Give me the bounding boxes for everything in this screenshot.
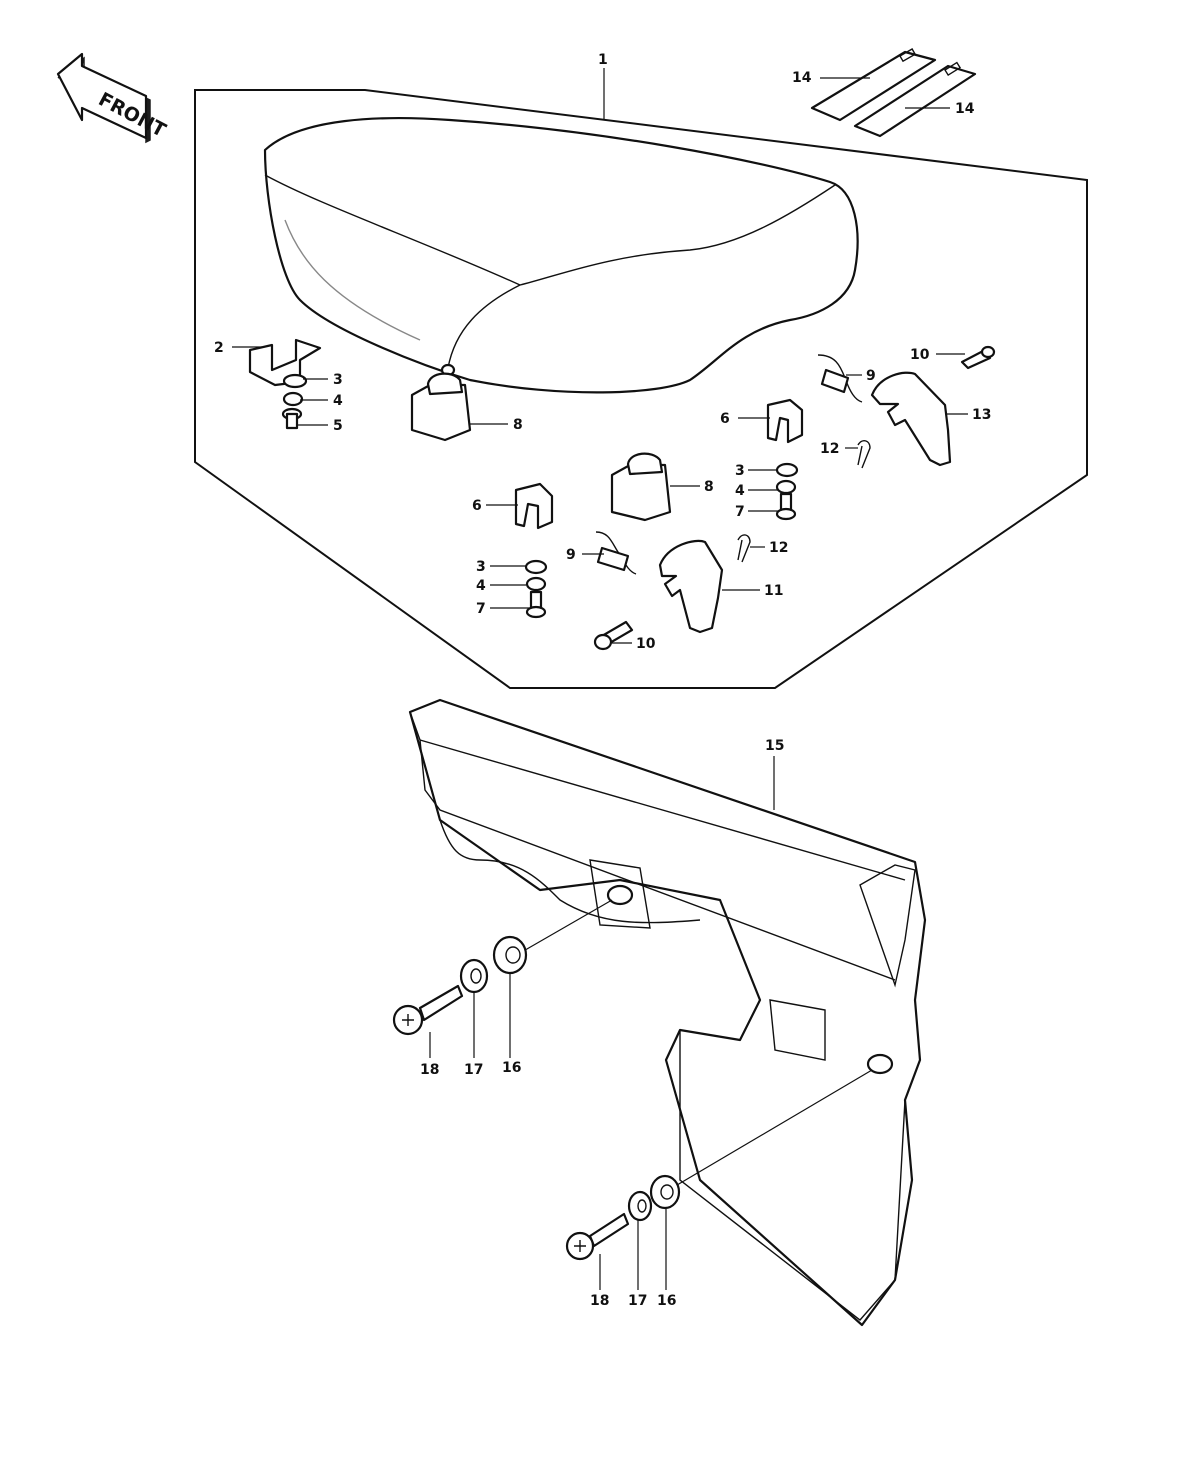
washer-part-16-lower <box>649 1174 681 1210</box>
side-cover-part-15 <box>408 698 927 1327</box>
washer-part-16-upper <box>492 935 528 975</box>
hook-plate-part-13 <box>870 371 952 467</box>
callout-3-a: 3 <box>333 372 343 388</box>
callout-9-b: 9 <box>566 547 576 563</box>
screw-part-18-lower <box>565 1212 630 1261</box>
callout-12-a: 12 <box>820 441 839 457</box>
pin-part-10-center <box>593 620 634 651</box>
callout-4-c: 4 <box>476 578 486 594</box>
callout-12-b: 12 <box>769 540 788 556</box>
callout-10-b: 10 <box>636 636 656 652</box>
callout-13: 13 <box>972 407 991 423</box>
callout-6-a: 6 <box>720 411 730 427</box>
callout-5: 5 <box>333 418 343 434</box>
bracket-part-2 <box>248 338 322 387</box>
bolt-part-7-b <box>775 492 797 521</box>
callout-16-a: 16 <box>502 1060 521 1076</box>
lock-washer-part-4 <box>282 391 304 407</box>
seat <box>263 117 859 394</box>
callout-17-a: 17 <box>464 1062 483 1078</box>
callout-6-b: 6 <box>472 498 482 514</box>
cotter-pin-part-12-upper <box>857 440 871 469</box>
callout-8-b: 8 <box>704 479 714 495</box>
callout-7-b: 7 <box>476 601 486 617</box>
bolt-part-7-c <box>525 590 547 619</box>
callout-8-a: 8 <box>513 417 523 433</box>
lock-washer-part-4-c <box>525 576 547 592</box>
strap-part-14 <box>810 48 977 138</box>
damper-part-8-left <box>410 372 472 442</box>
callout-18-b: 18 <box>590 1293 609 1309</box>
callout-4-a: 4 <box>333 393 343 409</box>
alignment-line-upper <box>519 899 613 954</box>
callout-2: 2 <box>214 340 224 356</box>
callout-4-b: 4 <box>735 483 745 499</box>
bolt-part-5 <box>281 407 303 430</box>
washer-part-3-c <box>524 559 548 575</box>
callout-17-b: 17 <box>628 1293 647 1309</box>
callout-3-b: 3 <box>735 463 745 479</box>
callout-3-c: 3 <box>476 559 486 575</box>
callout-11: 11 <box>764 583 783 599</box>
callout-9-a: 9 <box>866 368 876 384</box>
callout-16-b: 16 <box>657 1293 676 1309</box>
spring-part-9-center <box>595 531 637 575</box>
alignment-line-lower <box>671 1069 873 1189</box>
lock-washer-part-17-lower <box>627 1190 653 1222</box>
clip-part-6-center <box>514 482 554 530</box>
hook-plate-part-11 <box>658 539 724 634</box>
lock-washer-part-17-upper <box>459 958 489 994</box>
callout-10-a: 10 <box>910 347 930 363</box>
callout-labels: 1 14 14 2 3 4 5 8 9 10 13 6 12 3 4 7 8 6… <box>214 52 991 1309</box>
callout-15: 15 <box>765 738 784 754</box>
cotter-pin-part-12-center <box>737 534 751 563</box>
clip-part-6-upper <box>766 398 804 444</box>
washer-part-3 <box>282 373 308 389</box>
front-arrow-icon: FRONT <box>56 52 169 144</box>
spring-part-9-upper <box>817 354 863 403</box>
damper-part-8-center <box>610 452 672 522</box>
seat-group-frame <box>194 89 1088 689</box>
callout-14-a: 14 <box>792 70 812 86</box>
pin-part-10-upper <box>960 345 996 370</box>
callout-1: 1 <box>598 52 608 68</box>
lock-washer-part-4-b <box>775 479 797 495</box>
callout-14-b: 14 <box>955 101 975 117</box>
screw-part-18-upper <box>392 984 464 1036</box>
callout-7-a: 7 <box>735 504 745 520</box>
leader-lines <box>232 68 968 1290</box>
callout-18-a: 18 <box>420 1062 439 1078</box>
washer-part-3-b <box>775 462 799 478</box>
